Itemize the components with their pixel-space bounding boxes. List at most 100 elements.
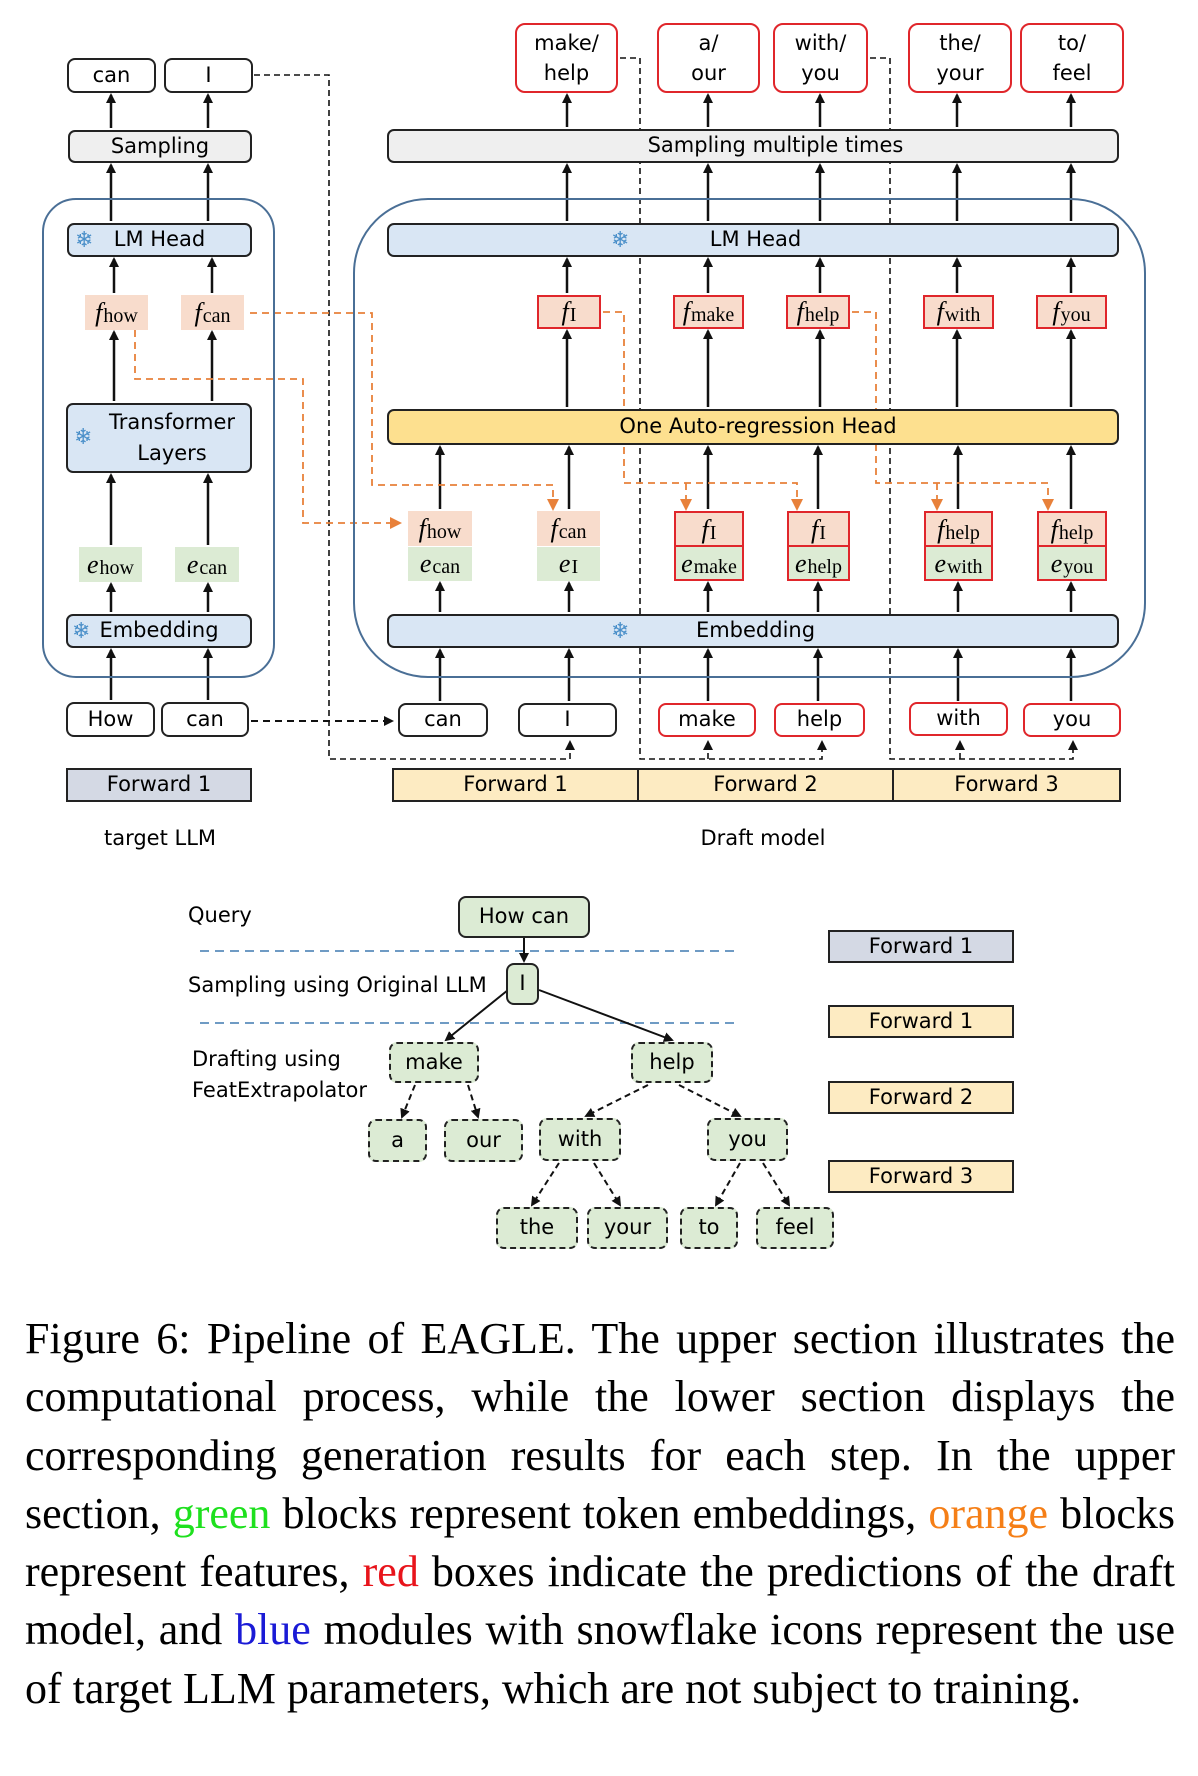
draft-output-candidates: a/ our bbox=[657, 23, 760, 93]
embedding-symbol: e bbox=[1050, 549, 1063, 578]
tree-node-draft: our bbox=[444, 1119, 523, 1162]
token-label: with bbox=[936, 706, 981, 731]
feature-symbol: f bbox=[796, 297, 804, 326]
tree-node-draft: your bbox=[587, 1207, 668, 1249]
feature-subscript: can bbox=[202, 305, 231, 327]
draft-input-token-predicted: make bbox=[658, 703, 756, 737]
embedding-subscript: make bbox=[693, 556, 737, 578]
embedding-symbol: e bbox=[681, 549, 693, 578]
embedding-subscript: can bbox=[199, 557, 228, 579]
transformer-label: Transformer Layers bbox=[108, 410, 235, 465]
tree-node-draft: a bbox=[368, 1119, 427, 1162]
tree-row-label-drafting: Drafting using FeatExtrapolator bbox=[192, 1044, 367, 1106]
embedding-subscript: you bbox=[1063, 556, 1094, 578]
node-label: to bbox=[698, 1215, 720, 1240]
forward-label: Forward 2 bbox=[868, 1084, 974, 1109]
tree-node-draft: the bbox=[496, 1207, 578, 1249]
feature-subscript: make bbox=[690, 304, 735, 326]
token-label: make bbox=[678, 707, 736, 732]
tree-node-draft: with bbox=[539, 1118, 621, 1161]
token-label: can bbox=[92, 62, 131, 87]
embedding-symbol: e bbox=[419, 549, 432, 578]
sampling-label: Sampling multiple times bbox=[647, 133, 904, 158]
forward-label: Forward 1 bbox=[106, 772, 212, 797]
feature-subscript: I bbox=[569, 304, 577, 326]
caption-text: blocks represent token embeddings, bbox=[270, 1488, 929, 1538]
target-input-token: can bbox=[161, 702, 249, 737]
draft-sampling-block: Sampling multiple times bbox=[387, 129, 1119, 163]
tree-edge bbox=[538, 989, 674, 1042]
caption-color-word-orange: or­ange bbox=[928, 1488, 1049, 1538]
legend-forward-draft: Forward 2 bbox=[828, 1081, 1014, 1114]
draft-embedding-block: ❄ Embedding bbox=[387, 614, 1119, 648]
section-label: Draft model bbox=[700, 826, 826, 851]
forward-label: Forward 1 bbox=[463, 772, 568, 797]
token-label: I bbox=[564, 707, 571, 732]
draft-model-label: Draft model bbox=[663, 824, 863, 854]
embedding-subscript: how bbox=[99, 557, 134, 579]
draft-output-candidates: make/ help bbox=[515, 23, 618, 93]
legend-forward-target: Forward 1 bbox=[828, 930, 1014, 963]
feature-symbol: f bbox=[811, 515, 819, 544]
draft-forward-step: Forward 2 bbox=[637, 768, 894, 802]
snowflake-icon: ❄ bbox=[75, 228, 94, 253]
feature-subscript: I bbox=[709, 522, 717, 544]
target-forward-step: Forward 1 bbox=[66, 768, 252, 802]
target-lm-head-block: ❄ LM Head bbox=[67, 223, 252, 257]
node-label: feel bbox=[775, 1215, 815, 1240]
feature-symbol: f bbox=[561, 297, 569, 326]
target-embedding-block: ❄ Embedding bbox=[66, 614, 252, 648]
embedding-subscript: with bbox=[946, 556, 983, 578]
feature-subscript: help bbox=[1058, 522, 1094, 544]
tree-row-label-query: Query bbox=[188, 900, 252, 930]
ar-head-label: One Auto-regression Head bbox=[619, 414, 897, 439]
caption-color-word-red: red bbox=[362, 1547, 419, 1597]
lm-head-label: LM Head bbox=[113, 227, 206, 252]
tree-edge bbox=[762, 1162, 791, 1207]
draft-output-candidates: to/ feel bbox=[1020, 23, 1124, 93]
feature-symbol: f bbox=[936, 297, 944, 326]
embedding-symbol: e bbox=[795, 549, 807, 578]
node-label: the bbox=[519, 1215, 555, 1240]
feature-subscript: how bbox=[103, 305, 138, 327]
embedding-symbol: e bbox=[934, 549, 946, 578]
tree-edge bbox=[467, 1084, 481, 1119]
node-label: you bbox=[728, 1126, 767, 1151]
target-sampling-block: Sampling bbox=[68, 130, 252, 163]
feature-subscript: help bbox=[945, 522, 980, 544]
feature-symbol: f bbox=[1052, 297, 1060, 326]
draft-input-token-predicted: help bbox=[774, 703, 865, 737]
draft-input-token-predicted: with bbox=[909, 702, 1008, 736]
embedding-subscript: help bbox=[807, 556, 842, 578]
tree-node-draft: help bbox=[631, 1042, 713, 1083]
token-label: you bbox=[1052, 707, 1092, 732]
forward-label: Forward 1 bbox=[868, 933, 974, 958]
token-label: I bbox=[205, 62, 212, 87]
target-output-token: can bbox=[67, 58, 156, 93]
tree-node-draft: make bbox=[389, 1042, 479, 1083]
node-label: with bbox=[557, 1126, 603, 1151]
draft-input-token-predicted: you bbox=[1023, 703, 1121, 737]
embedding-label: Embedding bbox=[99, 618, 219, 643]
tree-edge bbox=[715, 1162, 741, 1207]
target-llm-container bbox=[42, 198, 275, 678]
feature-symbol: f bbox=[418, 514, 426, 543]
node-label: your bbox=[603, 1215, 652, 1240]
feature-symbol: f bbox=[682, 297, 690, 326]
caption-color-word-green: green bbox=[172, 1488, 271, 1538]
forward-label: Forward 2 bbox=[713, 772, 818, 797]
embedding-symbol: e bbox=[87, 550, 99, 579]
target-input-token: How bbox=[66, 702, 155, 737]
snowflake-icon: ❄ bbox=[74, 425, 93, 450]
